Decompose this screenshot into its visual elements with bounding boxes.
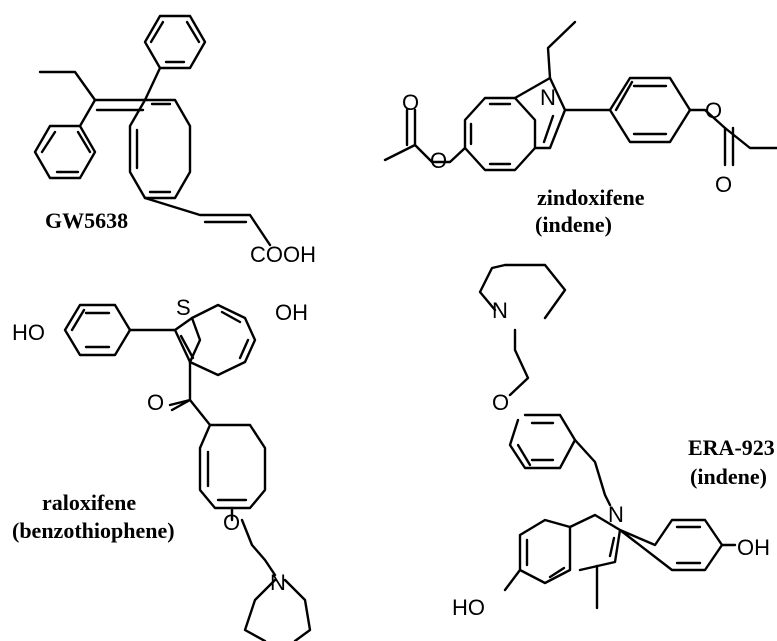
compound-class-era923: (indene) bbox=[690, 464, 767, 489]
atom-label-n: N bbox=[540, 85, 556, 110]
atom-label-cooh: COOH bbox=[250, 242, 316, 267]
atom-label-o: O bbox=[223, 510, 240, 535]
compound-name-zindoxifene: zindoxifene bbox=[537, 185, 645, 210]
atom-label-o: O bbox=[430, 148, 447, 173]
atom-label-n: N bbox=[608, 502, 624, 527]
compound-name-gw5638: GW5638 bbox=[45, 208, 128, 233]
atom-label-s: S bbox=[176, 295, 191, 320]
structure-era923: N O N HO OH ERA-923 (indene) bbox=[452, 263, 775, 620]
atom-label-o: O bbox=[402, 90, 419, 115]
structure-gw5638: GW5638 COOH bbox=[33, 14, 316, 267]
structure-zindoxifene: N O O O O zindoxifene (indene) bbox=[383, 20, 777, 237]
compound-class-raloxifene: (benzothiophene) bbox=[12, 518, 175, 543]
compound-class-zindoxifene: (indene) bbox=[535, 212, 612, 237]
atom-label-oh: OH bbox=[275, 300, 308, 325]
atom-label-n: N bbox=[270, 570, 286, 595]
atom-label-o: O bbox=[705, 98, 722, 123]
compound-name-raloxifene: raloxifene bbox=[42, 490, 136, 515]
atom-label-ho: HO bbox=[12, 320, 45, 345]
atom-label-oh: OH bbox=[737, 535, 770, 560]
atom-label-o: O bbox=[715, 172, 732, 197]
atom-label-n: N bbox=[492, 298, 508, 323]
atom-label-ho: HO bbox=[452, 595, 485, 620]
structure-raloxifene: S OH HO O O N raloxifene (benzothiophene… bbox=[12, 295, 312, 641]
atom-label-o: O bbox=[147, 390, 164, 415]
compound-name-era923: ERA-923 bbox=[688, 435, 775, 460]
atom-label-o: O bbox=[492, 390, 509, 415]
